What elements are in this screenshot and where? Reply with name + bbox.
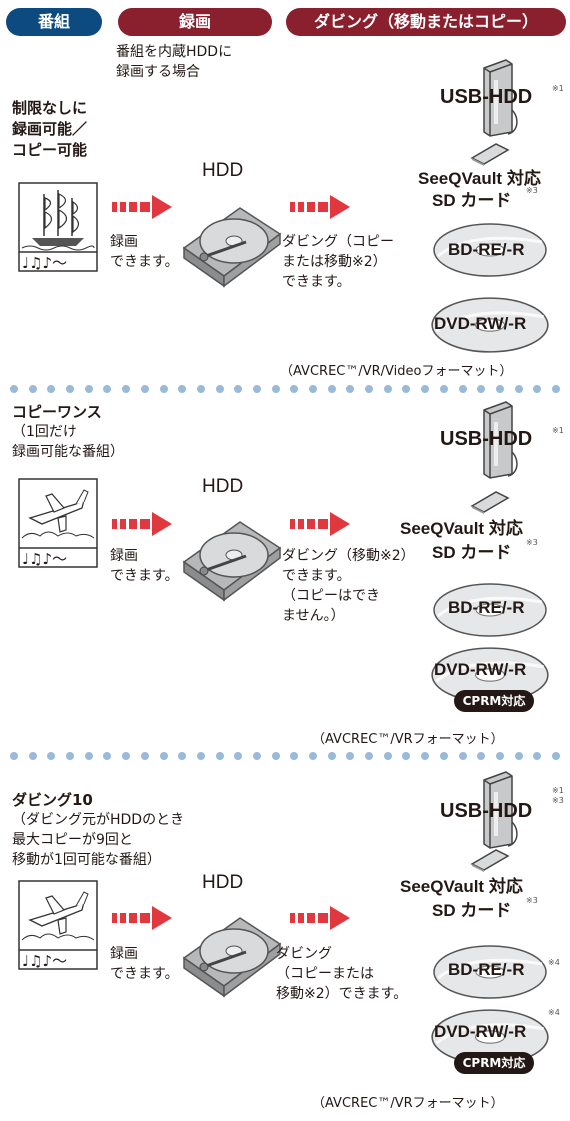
section2-dub-text: ダビング（移動※2）できます。 （コピーはできません。） <box>282 548 415 624</box>
section2-sd-label2: SD カード <box>432 543 512 562</box>
section3-hdd-label: HDD <box>202 872 244 893</box>
section3-record-text: 録画できます。 <box>110 946 179 982</box>
section3-bd-label: BD-RE/-R <box>448 960 525 979</box>
section1-usb-label: USB-HDD <box>440 86 533 108</box>
section3-format: （AVCREC™/VRフォーマット） <box>312 1096 504 1111</box>
section1-record-text: 録画できます。 <box>110 234 179 270</box>
section1-usb-note: ※1 <box>552 84 564 93</box>
section1-format: （AVCREC™/VR/Videoフォーマット） <box>280 364 513 379</box>
section1-hdd-label: HDD <box>202 160 244 181</box>
section3-usb-note: ※1 ※3 <box>552 786 564 805</box>
header-record-pill: 録画 <box>118 8 272 36</box>
sd-card-icon <box>470 490 510 514</box>
sd-card-icon <box>470 848 510 872</box>
header-program-pill: 番組 <box>6 8 102 36</box>
section2-usb-label: USB-HDD <box>440 428 533 450</box>
sd-card-icon <box>470 142 510 166</box>
section1-sd-label2: SD カード <box>432 191 512 210</box>
record-arrow-icon <box>112 906 172 930</box>
cprm-badge: CPRM対応 <box>454 1052 534 1074</box>
section1-sd-note: ※3 <box>526 186 538 195</box>
section2-sd-label1: SeeQVault 対応 <box>400 519 523 538</box>
section1-dvd-label: DVD-RW/-R <box>434 314 527 333</box>
dub-arrow-icon <box>290 906 350 930</box>
record-arrow-icon <box>112 512 172 536</box>
section3-sd-label2: SD カード <box>432 901 512 920</box>
section1-bd-label: BD-RE/-R <box>448 240 525 259</box>
program-thumbnail-plane: ♩♫♪～ <box>18 880 98 970</box>
section3-bd-note: ※4 <box>548 958 560 967</box>
section3-sd-label1: SeeQVault 対応 <box>400 877 523 896</box>
section2-sd-note: ※3 <box>526 538 538 547</box>
record-subtitle: 番組を内蔵HDDに録画する場合 <box>116 44 233 80</box>
section3-dvd-label: DVD-RW/-R <box>434 1022 527 1041</box>
section3-dub-text: ダビング（コピーまたは移動※2）できます。 <box>276 946 408 1002</box>
section3-sd-note: ※3 <box>526 896 538 905</box>
hdd-icon <box>176 500 286 610</box>
section3-title: ダビング10 （ダビング元がHDDのとき 最大コピーが9回と 移動が1回可能な番… <box>12 791 185 868</box>
hdd-icon <box>176 186 286 296</box>
hdd-icon <box>176 896 286 1006</box>
section2-bd-label: BD-RE/-R <box>448 598 525 617</box>
cprm-badge: CPRM対応 <box>454 690 534 712</box>
section1-sd-label1: SeeQVault 対応 <box>418 169 541 188</box>
section2-usb-note: ※1 <box>552 426 564 435</box>
section2-title: コピーワンス （1回だけ 録画可能な番組） <box>12 403 124 460</box>
program-thumbnail-ship: ♩♫♪～ <box>18 182 98 272</box>
program-thumbnail-plane: ♩♫♪～ <box>18 478 98 568</box>
section2-record-text: 録画できます。 <box>110 548 179 584</box>
section2-dvd-label: DVD-RW/-R <box>434 660 527 679</box>
section2-format: （AVCREC™/VRフォーマット） <box>312 732 504 747</box>
record-arrow-icon <box>112 195 172 219</box>
section3-usb-label: USB-HDD <box>440 800 533 822</box>
section3-dvd-note: ※4 <box>548 1008 560 1017</box>
section1-dub-text: ダビング（コピーまたは移動※2）できます。 <box>282 234 394 290</box>
dub-arrow-icon <box>290 195 350 219</box>
divider-1 <box>10 385 560 395</box>
dub-arrow-icon <box>290 512 350 536</box>
header-dubbing-pill: ダビング（移動またはコピー） <box>286 8 566 36</box>
section1-title: 制限なしに 録画可能／ コピー可能 <box>12 99 88 159</box>
divider-2 <box>10 752 560 762</box>
section2-hdd-label: HDD <box>202 476 244 497</box>
